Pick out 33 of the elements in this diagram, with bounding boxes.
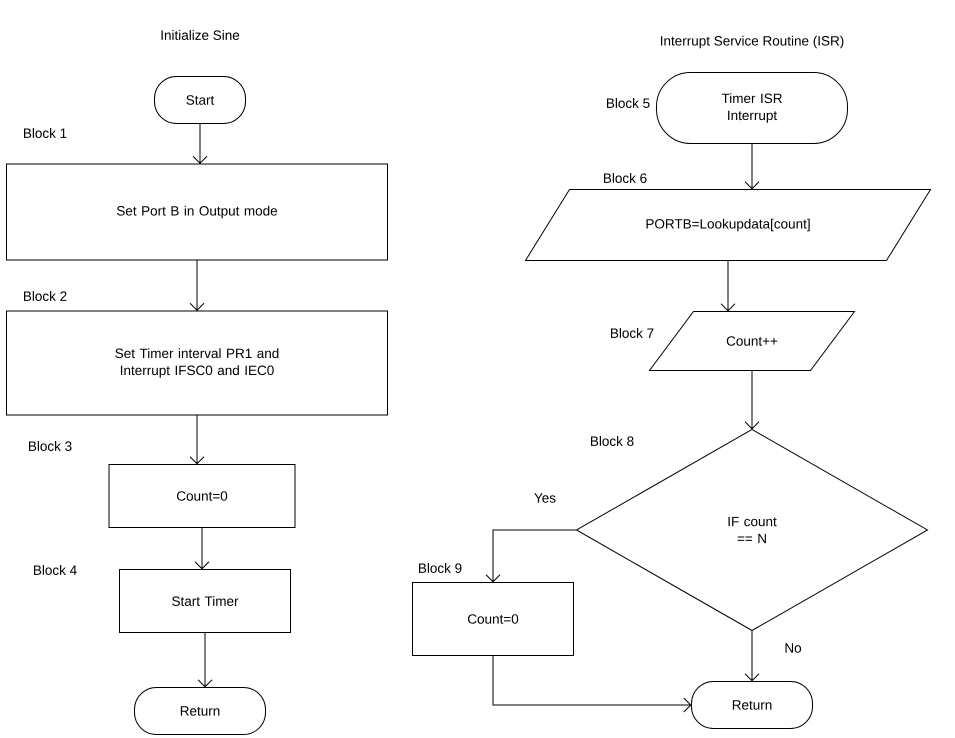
arrow — [744, 370, 760, 430]
arrow — [492, 655, 692, 712]
block-label: Block 7 — [610, 328, 654, 338]
process-box: Start Timer — [119, 569, 291, 633]
process-box: Count=0 — [108, 464, 296, 528]
block-label: Block 4 — [34, 565, 77, 575]
arrow — [198, 632, 212, 688]
arrow — [194, 527, 210, 570]
heading: Initialize Sine — [161, 30, 240, 40]
heading: Interrupt Service Routine (ISR) — [660, 36, 844, 48]
arrow — [190, 260, 204, 311]
arrow — [190, 414, 204, 464]
block-label: Block 6 — [604, 173, 647, 183]
block-label: Block 5 — [606, 98, 650, 108]
arrow — [744, 630, 760, 682]
arrow — [486, 530, 577, 582]
block-label: Block 2 — [24, 291, 66, 301]
terminal-box: Timer ISR Interrupt — [656, 72, 848, 144]
terminal-box: Return — [134, 687, 266, 735]
block-label: Block 9 — [418, 563, 462, 573]
process-box: Count=0 — [412, 582, 574, 656]
block-label: Block 3 — [28, 441, 72, 451]
arrow — [720, 260, 736, 312]
process-box: Set Timer interval PR1 and Interrupt IFSC0 and IEC0 — [6, 310, 388, 416]
edge-label: Yes — [534, 493, 556, 503]
arrow — [744, 143, 760, 190]
block-label: Block 1 — [24, 128, 66, 138]
block-label: Block 8 — [590, 436, 634, 446]
arrow — [192, 123, 208, 164]
terminal-box: Return — [691, 681, 813, 729]
terminal-box: Start — [154, 76, 246, 124]
process-box: Set Port B in Output mode — [6, 164, 388, 260]
edge-label: No — [786, 643, 802, 653]
